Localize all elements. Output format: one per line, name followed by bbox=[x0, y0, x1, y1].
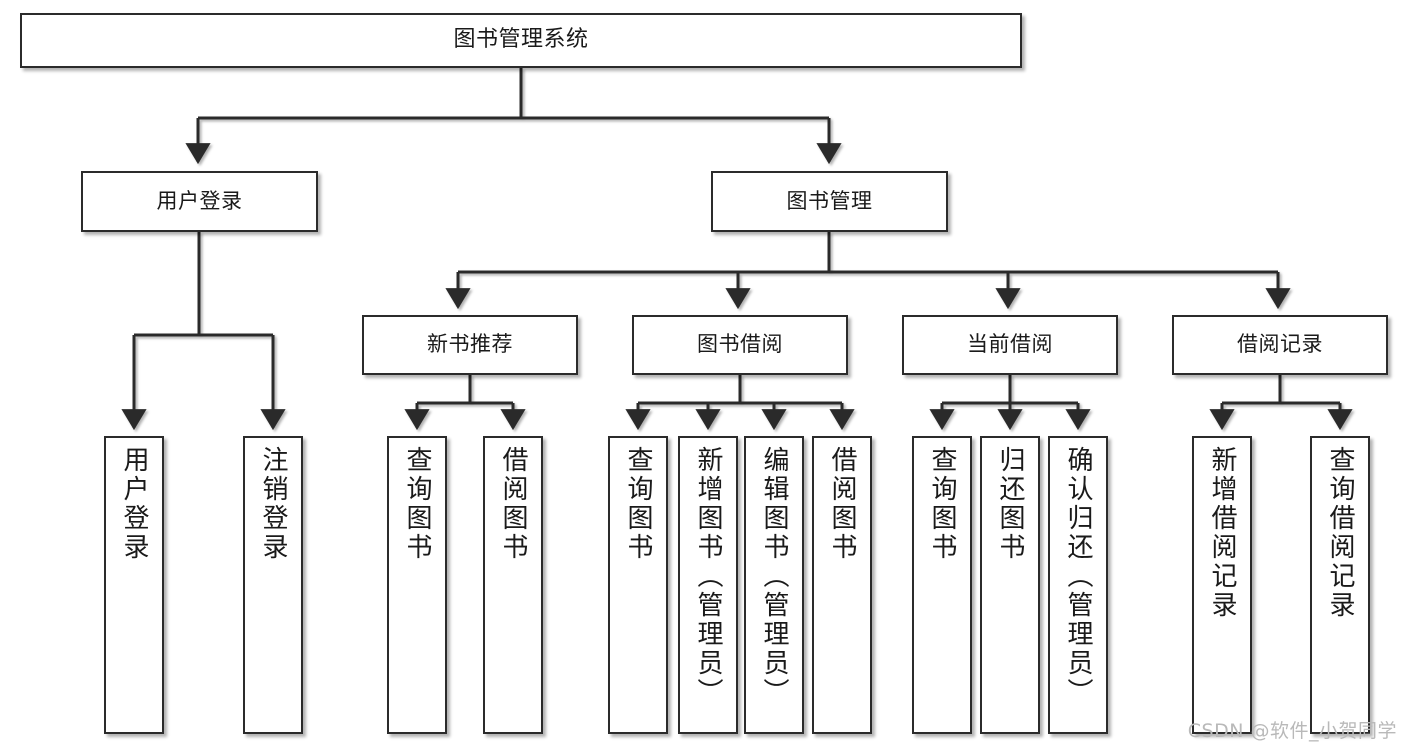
node-leaf-add-record[interactable]: 新增借阅记录 bbox=[1192, 436, 1252, 734]
node-leaf-confirm-return-label: 确认归还（管理员） bbox=[1063, 446, 1093, 707]
node-leaf-add-record-label: 新增借阅记录 bbox=[1207, 446, 1237, 620]
node-root[interactable]: 图书管理系统 bbox=[20, 13, 1022, 68]
node-leaf-return-book-label: 归还图书 bbox=[995, 446, 1025, 562]
node-root-label: 图书管理系统 bbox=[453, 27, 589, 53]
node-new-book-rec[interactable]: 新书推荐 bbox=[362, 315, 578, 375]
node-leaf-user-login[interactable]: 用户登录 bbox=[104, 436, 164, 734]
node-book-borrow-label: 图书借阅 bbox=[697, 332, 783, 357]
node-leaf-query-book-2-label: 查询图书 bbox=[623, 446, 653, 562]
node-leaf-query-book-3-label: 查询图书 bbox=[927, 446, 957, 562]
node-current-borrow-label: 当前借阅 bbox=[967, 332, 1053, 357]
node-user-login-label: 用户登录 bbox=[156, 188, 243, 213]
node-current-borrow[interactable]: 当前借阅 bbox=[902, 315, 1118, 375]
node-book-borrow[interactable]: 图书借阅 bbox=[632, 315, 848, 375]
node-leaf-user-login-label: 用户登录 bbox=[119, 446, 149, 562]
node-book-manage-label: 图书管理 bbox=[786, 188, 873, 213]
node-leaf-add-book-label: 新增图书（管理员） bbox=[693, 446, 723, 707]
node-leaf-confirm-return[interactable]: 确认归还（管理员） bbox=[1048, 436, 1108, 734]
node-borrow-record-label: 借阅记录 bbox=[1237, 332, 1323, 357]
node-user-login[interactable]: 用户登录 bbox=[81, 171, 318, 232]
node-leaf-return-book[interactable]: 归还图书 bbox=[980, 436, 1040, 734]
node-leaf-borrow-book-1-label: 借阅图书 bbox=[498, 446, 528, 562]
node-leaf-query-book-1[interactable]: 查询图书 bbox=[387, 436, 447, 734]
node-leaf-query-record[interactable]: 查询借阅记录 bbox=[1310, 436, 1370, 734]
node-leaf-borrow-book-2[interactable]: 借阅图书 bbox=[812, 436, 872, 734]
node-leaf-add-book[interactable]: 新增图书（管理员） bbox=[678, 436, 738, 734]
node-leaf-query-record-label: 查询借阅记录 bbox=[1325, 446, 1355, 620]
node-leaf-edit-book[interactable]: 编辑图书（管理员） bbox=[744, 436, 804, 734]
node-borrow-record[interactable]: 借阅记录 bbox=[1172, 315, 1388, 375]
node-leaf-query-book-1-label: 查询图书 bbox=[402, 446, 432, 562]
node-leaf-query-book-2[interactable]: 查询图书 bbox=[608, 436, 668, 734]
node-leaf-logout[interactable]: 注销登录 bbox=[243, 436, 303, 734]
node-leaf-edit-book-label: 编辑图书（管理员） bbox=[759, 446, 789, 707]
node-leaf-borrow-book-2-label: 借阅图书 bbox=[827, 446, 857, 562]
node-leaf-query-book-3[interactable]: 查询图书 bbox=[912, 436, 972, 734]
node-book-manage[interactable]: 图书管理 bbox=[711, 171, 948, 232]
node-new-book-rec-label: 新书推荐 bbox=[427, 332, 513, 357]
node-leaf-borrow-book-1[interactable]: 借阅图书 bbox=[483, 436, 543, 734]
node-leaf-logout-label: 注销登录 bbox=[258, 446, 288, 562]
